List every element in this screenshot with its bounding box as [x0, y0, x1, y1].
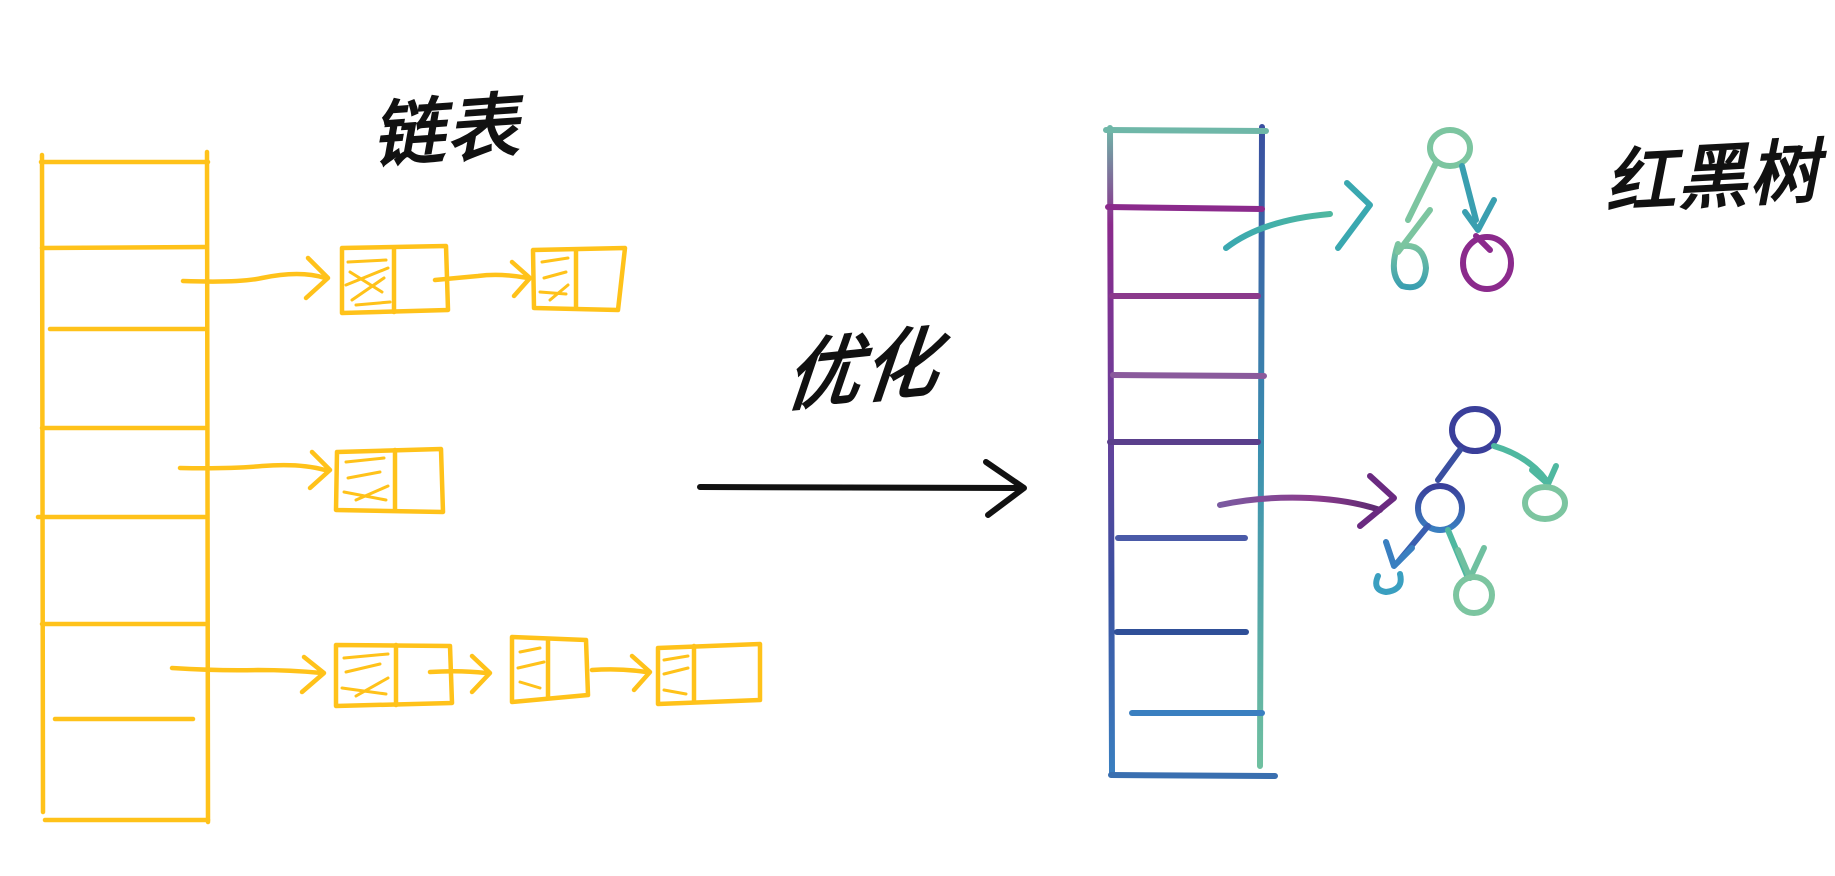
tree-edge	[1459, 163, 1479, 223]
tree-node-root	[1427, 127, 1473, 169]
table-right-edge	[1257, 124, 1265, 769]
bucket-divider	[1105, 204, 1265, 212]
tree-node-left	[1390, 241, 1429, 291]
arrow-head-icon	[1357, 473, 1397, 529]
chain-link-arrow	[432, 272, 531, 283]
label-red-black-tree: 红黑树	[1602, 129, 1823, 224]
node-data-hatch	[538, 256, 570, 302]
list-node	[509, 634, 591, 705]
node-data-hatch	[342, 456, 390, 502]
arrow-head-icon	[1383, 539, 1415, 569]
tree-bucket-2	[1223, 127, 1514, 292]
arrow-head-icon	[303, 255, 331, 301]
arrow-shaft	[697, 484, 1025, 491]
hash-table-red-black-tree	[1103, 124, 1568, 779]
long-right-arrow-icon	[983, 459, 1027, 518]
chain-bucket-2	[180, 243, 628, 316]
list-node	[333, 446, 446, 515]
tree-edge	[1405, 160, 1439, 223]
label-optimize: 优化	[781, 315, 946, 423]
list-node	[333, 642, 455, 709]
tree-link-arrow	[1217, 494, 1383, 513]
list-node	[530, 245, 628, 313]
list-node	[339, 243, 451, 316]
table-left-edge	[1107, 125, 1115, 776]
chain-bucket-4	[177, 446, 446, 515]
label-linked-list: 链表	[369, 82, 523, 178]
table-bottom-edge	[1108, 772, 1278, 779]
node-data-hatch	[516, 646, 546, 690]
arrow-head-icon	[299, 654, 327, 695]
tree-link-arrow	[1223, 211, 1333, 251]
table-right-edge	[204, 149, 211, 825]
bucket-divider	[1110, 372, 1267, 379]
chain-link-arrow	[589, 667, 649, 675]
chain-bucket-7	[169, 634, 763, 709]
arrow-head-icon	[509, 259, 533, 299]
node-data-hatch	[344, 258, 392, 307]
arrow-head-icon	[469, 653, 493, 695]
bucket-divider	[39, 244, 208, 251]
arrow-head-icon	[629, 653, 653, 693]
arrow-head-icon	[1529, 463, 1559, 487]
chain-link-arrow	[180, 271, 328, 284]
tree-node-leaf	[1453, 574, 1495, 616]
tree-node-leaf	[1373, 571, 1404, 595]
list-node	[655, 641, 763, 707]
chain-link-arrow	[169, 665, 325, 676]
tree-node-right	[1522, 484, 1568, 522]
node-data-hatch	[340, 652, 390, 698]
transition-arrow	[697, 459, 1027, 518]
tree-node-right	[1460, 234, 1514, 292]
arrow-head-icon	[307, 449, 333, 491]
arrow-head-icon	[1335, 180, 1373, 251]
hash-table-linked-list	[35, 149, 763, 825]
arrow-head-icon	[1455, 545, 1487, 581]
arrow-head-icon	[1462, 197, 1497, 233]
node-data-hatch	[662, 654, 690, 696]
tree-node-mid	[1415, 483, 1465, 533]
table-top-edge	[1103, 127, 1269, 134]
tree-edge-detail	[1473, 233, 1493, 253]
table-left-edge	[39, 152, 46, 815]
tree-edge-detail	[1395, 207, 1433, 255]
tree-bucket-5	[1217, 406, 1568, 616]
tree-edge	[1435, 447, 1463, 483]
chain-link-arrow	[177, 462, 328, 473]
tree-node-root	[1449, 406, 1501, 454]
chain-link-arrow	[427, 668, 489, 676]
